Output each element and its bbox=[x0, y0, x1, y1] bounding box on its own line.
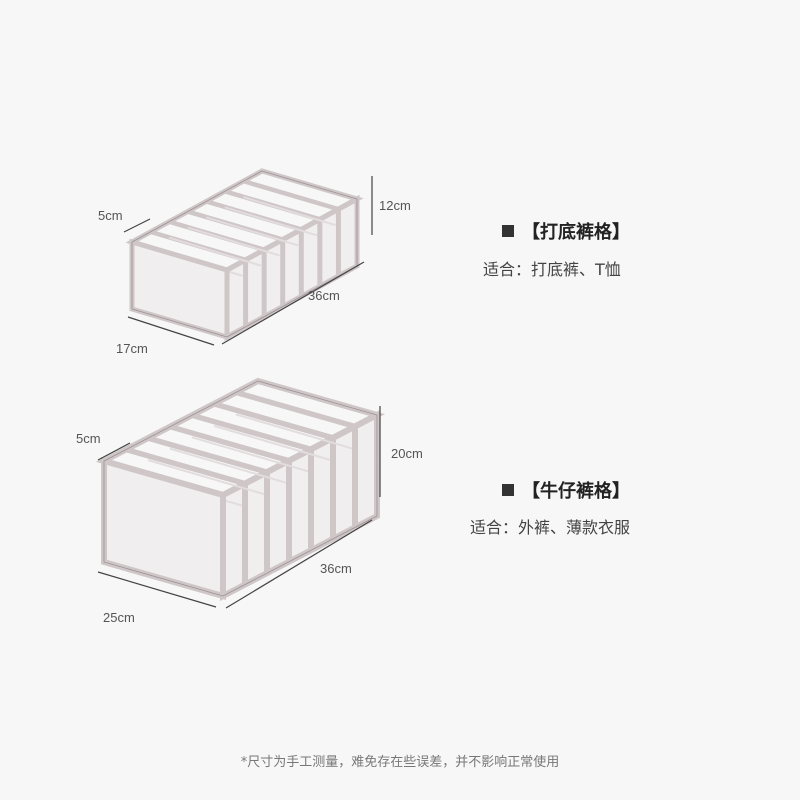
box-small-height-label: 12cm bbox=[379, 198, 411, 213]
footnote: *尺寸为手工测量，难免存在些误差，并不影响正常使用 bbox=[240, 755, 560, 770]
divider-shade bbox=[205, 216, 299, 247]
box-small-dimensions bbox=[123, 176, 373, 346]
box-large-depth-label: 5cm bbox=[76, 431, 101, 446]
front-face bbox=[101, 457, 226, 600]
divider-shade bbox=[187, 226, 281, 257]
box-small-subtitle: 适合：打底裤、T恤 bbox=[483, 260, 621, 279]
divider-shade bbox=[224, 206, 318, 237]
box-large-length-label: 36cm bbox=[320, 561, 352, 576]
length-dim-line bbox=[221, 261, 365, 345]
divider-shade bbox=[191, 436, 309, 473]
box-small-depth-label: 5cm bbox=[98, 208, 123, 223]
square-bullet-icon bbox=[502, 225, 514, 237]
organizer-box-large bbox=[95, 377, 386, 601]
divider-shade bbox=[213, 424, 331, 461]
outline bbox=[103, 380, 378, 597]
divider-shade bbox=[235, 413, 353, 450]
depth-dim-line bbox=[97, 442, 131, 461]
divider-shade bbox=[169, 447, 287, 484]
length-dim-line bbox=[225, 519, 373, 609]
divider-top bbox=[191, 412, 312, 452]
box-large-height-label: 20cm bbox=[391, 446, 423, 461]
box-small-width-label: 17cm bbox=[116, 341, 148, 356]
box-large-title: 【牛仔裤格】 bbox=[502, 477, 630, 503]
box-small-title-text: 【打底裤格】 bbox=[522, 222, 630, 243]
divider-top bbox=[242, 178, 340, 212]
divider-shade bbox=[147, 459, 265, 496]
width-dim-line bbox=[97, 571, 217, 608]
divider-top bbox=[169, 424, 290, 464]
box-large-dimensions bbox=[97, 406, 381, 609]
box-small-title: 【打底裤格】 bbox=[502, 218, 630, 244]
box-small-length-label: 36cm bbox=[308, 288, 340, 303]
organizer-box-small bbox=[125, 168, 364, 342]
box-large-subtitle: 适合：外裤、薄款衣服 bbox=[470, 518, 631, 537]
divider-shade bbox=[243, 196, 336, 227]
width-dim-line bbox=[127, 316, 215, 346]
box-large-width-label: 25cm bbox=[103, 610, 135, 625]
divider-top bbox=[147, 435, 268, 475]
divider-top bbox=[213, 401, 334, 441]
divider-top bbox=[235, 389, 356, 430]
box-large-title-text: 【牛仔裤格】 bbox=[522, 481, 630, 502]
divider-top bbox=[125, 446, 246, 487]
depth-dim-line bbox=[123, 218, 151, 233]
square-bullet-icon bbox=[502, 484, 514, 496]
divider-shade bbox=[168, 236, 262, 267]
